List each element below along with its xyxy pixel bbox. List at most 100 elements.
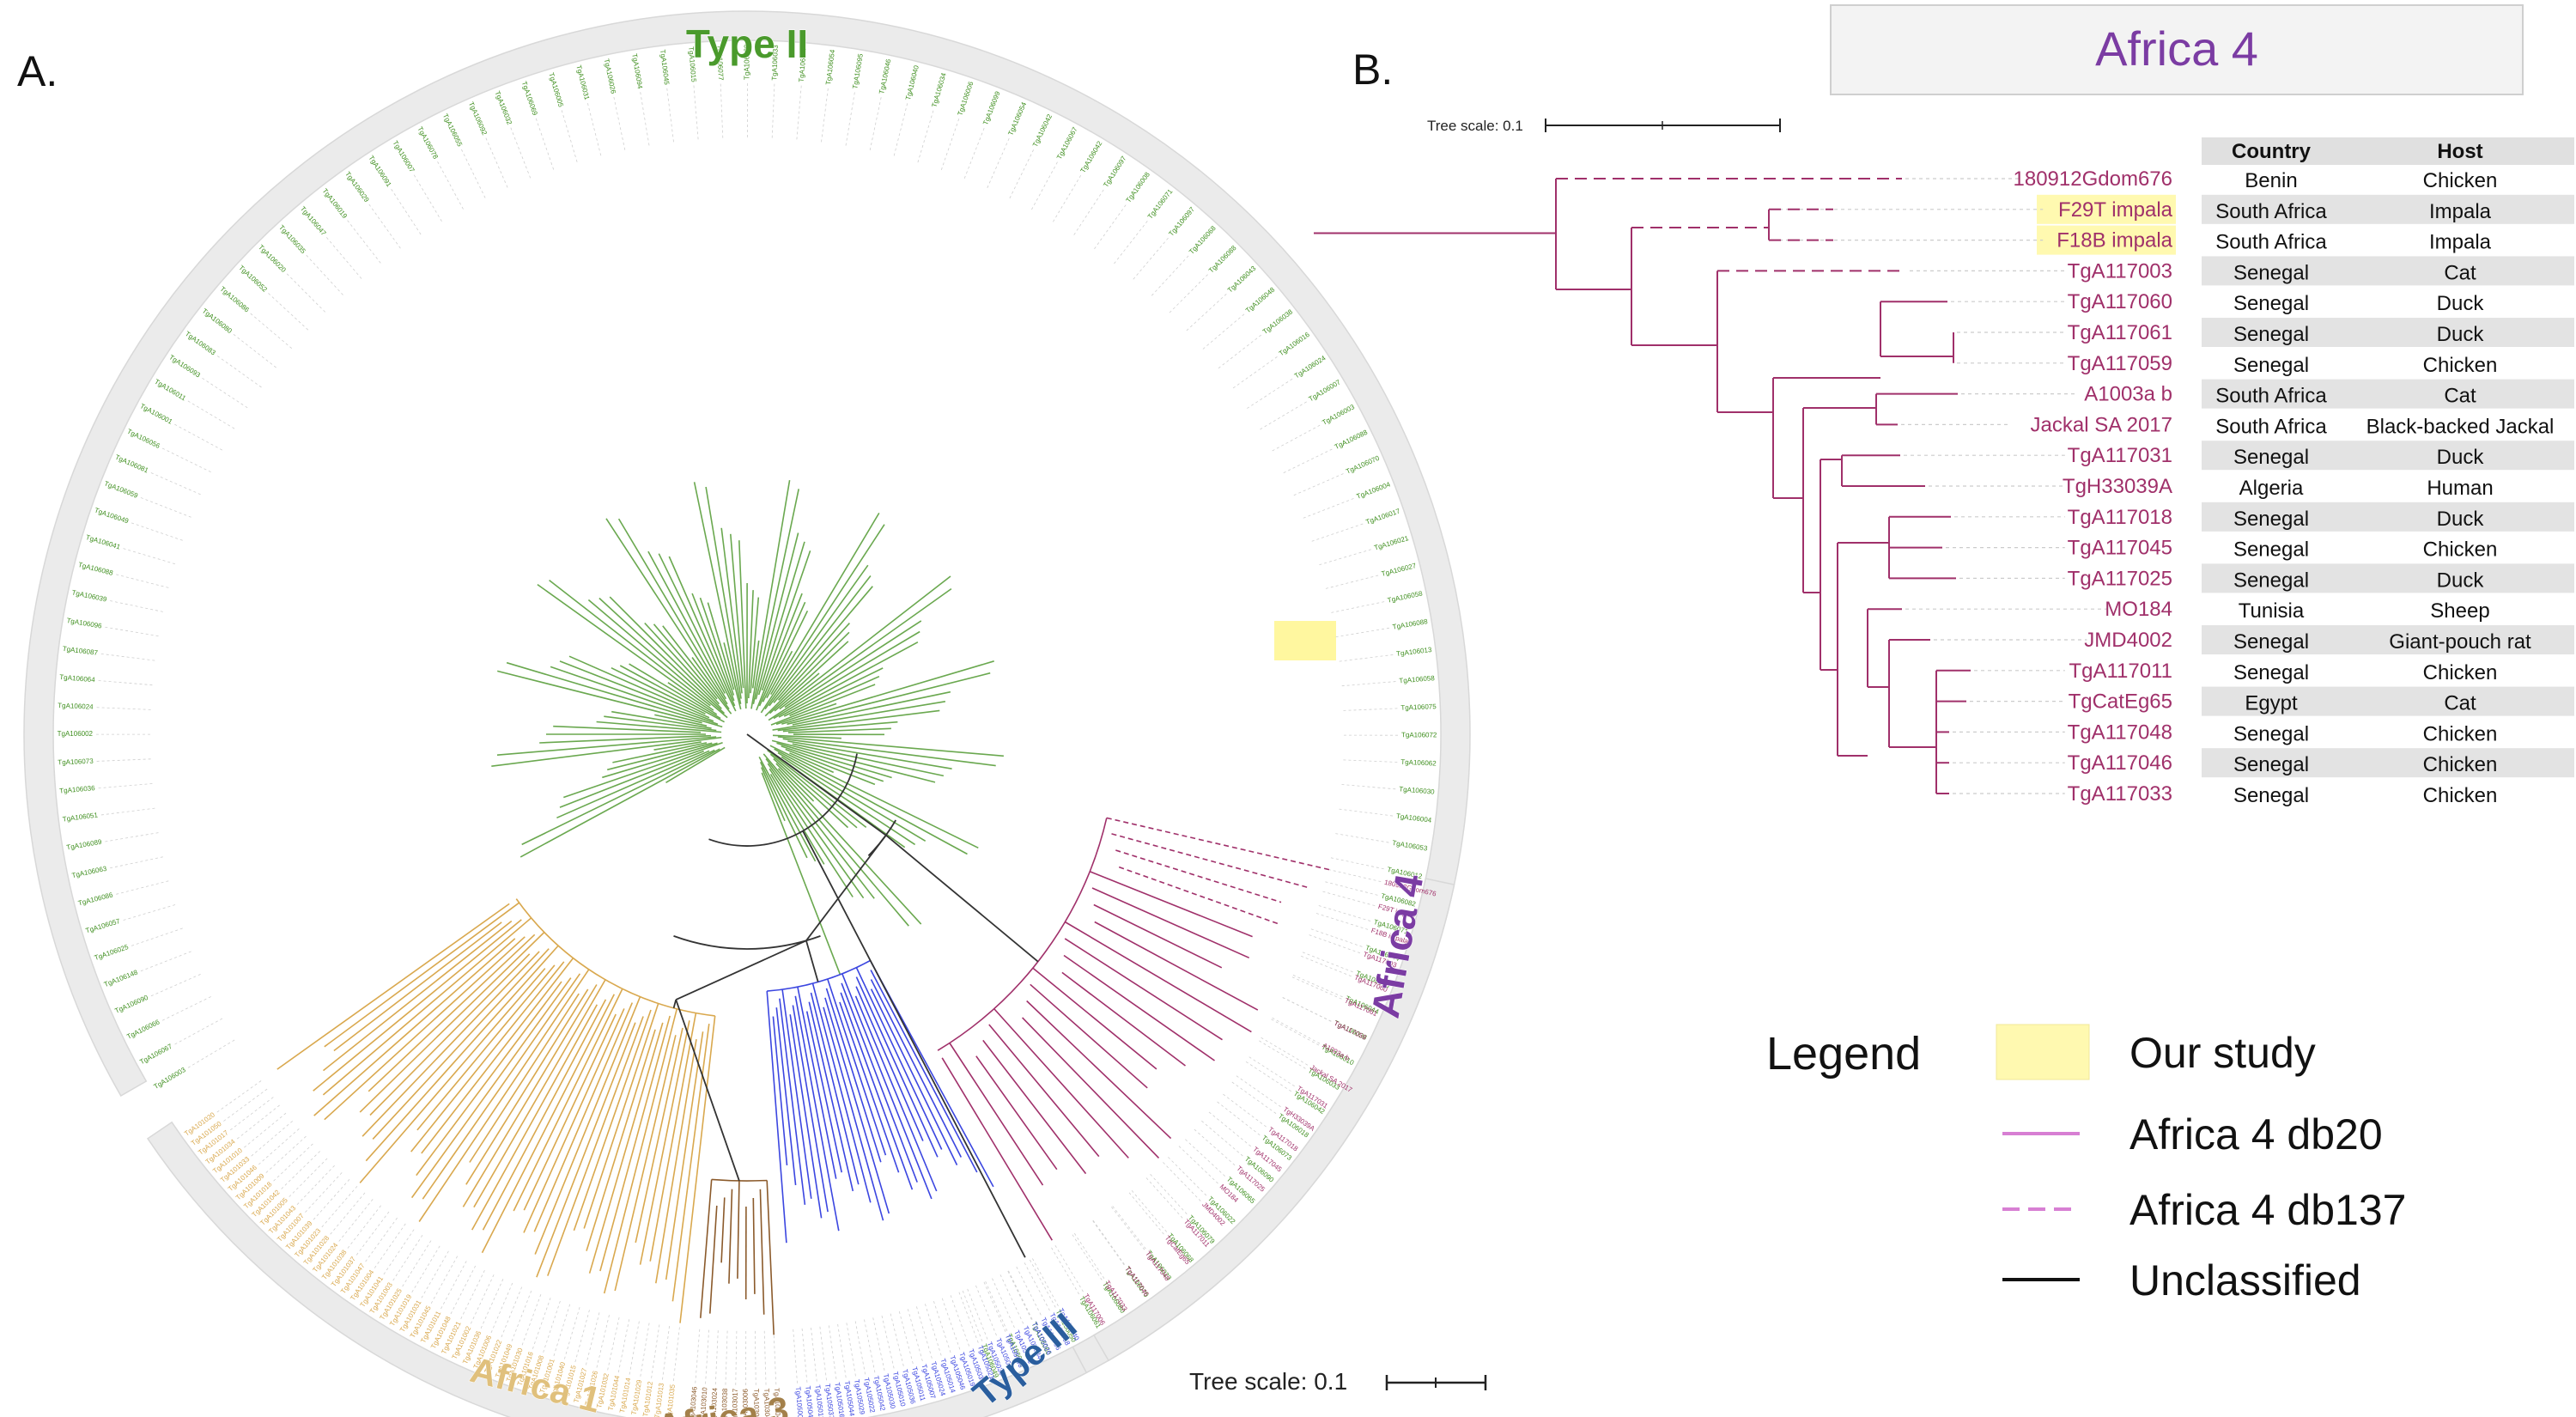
- leaf-connector: [1150, 1174, 1188, 1216]
- leaf-connector: [266, 291, 309, 331]
- leaf-label: Jackal SA 2017: [1309, 1063, 1354, 1094]
- branch-type2: [559, 750, 704, 808]
- tip-label: TgA117046: [2068, 751, 2172, 775]
- branch-africa1: [635, 1027, 683, 1244]
- leaf-label: TgA105048: [804, 1385, 815, 1417]
- leaf-connector: [232, 332, 276, 368]
- table-cell-country: Benin: [2245, 169, 2297, 192]
- leaf-connector: [161, 996, 211, 1022]
- panel-a-scale-label: Tree scale: 0.1: [1189, 1368, 1347, 1395]
- leaf-connector: [755, 1330, 756, 1387]
- leaf-label: TgA101029: [630, 1378, 644, 1415]
- leaf-connector: [429, 1256, 459, 1305]
- table-row-stripe: [2202, 625, 2574, 654]
- table-cell-host: Duck: [2437, 323, 2485, 346]
- leaf-label: TgA106083: [184, 330, 217, 357]
- branch-type2: [769, 768, 854, 897]
- branch-africa1: [523, 1013, 617, 1211]
- branch-type3: [792, 1005, 829, 1213]
- leaf-labels: TgA106003TgA106067TgA106066TgA106090TgA1…: [58, 44, 1437, 1417]
- table-row-stripe: [2202, 441, 2574, 471]
- panel-a-letter: A.: [17, 47, 58, 95]
- leaf-connector: [693, 83, 699, 140]
- branch-africa4: [988, 1024, 1100, 1158]
- tip-label: TgA117011: [2069, 660, 2172, 683]
- branch-type2: [707, 602, 735, 690]
- leaf-connector: [1232, 355, 1279, 389]
- leaf-label: TgA106059: [103, 479, 139, 500]
- leaf-connector: [521, 1294, 542, 1347]
- branch-type3: [825, 988, 882, 1163]
- leaf-connector: [773, 1330, 777, 1387]
- leaf-label: TgA106017: [798, 46, 808, 83]
- branch-type2: [549, 579, 711, 707]
- branch-type2: [521, 749, 715, 846]
- leaf-label: TgA106058: [1399, 674, 1436, 684]
- branch-type2: [730, 533, 744, 689]
- leaf-label: TgA106070: [1345, 454, 1381, 476]
- leaf-connector: [96, 679, 153, 686]
- leaf-connector: [242, 1112, 287, 1149]
- leaf-connector: [1169, 272, 1210, 313]
- leaf-connector: [1293, 472, 1346, 496]
- leaf-connector: [235, 1104, 280, 1140]
- leaf-label: TgA106081: [114, 453, 150, 475]
- panel-b-scale-label: Tree scale: 0.1: [1427, 118, 1523, 134]
- leaf-label: TgA106097: [1102, 155, 1127, 189]
- leaf-connector: [793, 1329, 799, 1385]
- table-row-stripe: [2202, 318, 2574, 347]
- leaf-connector: [714, 1330, 719, 1387]
- branch-type2: [764, 631, 850, 717]
- leaf-label: TgA106005: [547, 72, 565, 109]
- table-cell-host: Black-backed Jackal: [2366, 415, 2555, 438]
- table-cell-country: Senegal: [2233, 630, 2309, 654]
- leaf-connector: [500, 1286, 523, 1339]
- leaf-label: TgA117046: [1124, 1265, 1151, 1298]
- branch-type2: [771, 739, 936, 783]
- tip-label: TgA117031: [2068, 444, 2172, 467]
- branch-type3: [794, 995, 840, 1232]
- tip-label: TgA117025: [2068, 567, 2172, 590]
- table-cell-country: Senegal: [2233, 538, 2309, 562]
- leaf-connector: [1111, 1207, 1146, 1252]
- leaf-connector: [138, 951, 191, 972]
- leaf-connector: [661, 1326, 670, 1382]
- title-box-frame: [1830, 4, 2524, 95]
- leaf-connector: [99, 653, 155, 661]
- leaf-connector: [1145, 1177, 1184, 1220]
- leaf-connector: [440, 1261, 467, 1311]
- leaf-label: TgA106092: [467, 100, 489, 137]
- leaf-label: TgA106072: [1401, 731, 1437, 739]
- leaf-label: TgA106097: [1167, 205, 1196, 238]
- branch-type3: [870, 970, 978, 1173]
- legend-title: Legend: [1766, 1028, 1921, 1079]
- leaf-connector: [666, 86, 674, 143]
- branch-africa3: [700, 1179, 713, 1318]
- branch-type3: [840, 992, 914, 1190]
- table-cell-country: Senegal: [2233, 753, 2309, 776]
- branch-africa4: [982, 1039, 1087, 1175]
- leaf-connector: [613, 95, 626, 150]
- branch-type2: [765, 758, 875, 899]
- leaf-label: TgA106020: [257, 243, 288, 274]
- branch-africa4: [1091, 887, 1250, 959]
- branch-africa4: [993, 1008, 1129, 1159]
- tree-branches: [276, 479, 1333, 1335]
- branch-africa1: [465, 988, 589, 1185]
- branch-backbone: [805, 835, 887, 941]
- leaf-connector: [1030, 1259, 1057, 1310]
- branch-africa1: [614, 1035, 677, 1292]
- branch-africa1: [422, 973, 581, 1200]
- branch-africa1: [410, 977, 572, 1199]
- leaf-connector: [1302, 952, 1355, 973]
- leaf-connector: [771, 82, 775, 138]
- leaf-label: TgA106026: [603, 58, 617, 95]
- leaf-connector: [735, 1330, 738, 1387]
- branch-type2: [556, 750, 710, 819]
- table-row-stripe: [2202, 502, 2574, 532]
- leaf-connector: [890, 1313, 905, 1368]
- leaf-connector: [470, 1274, 495, 1326]
- clade-label-0: Type II: [686, 21, 808, 66]
- table-cell-country: Algeria: [2239, 477, 2304, 500]
